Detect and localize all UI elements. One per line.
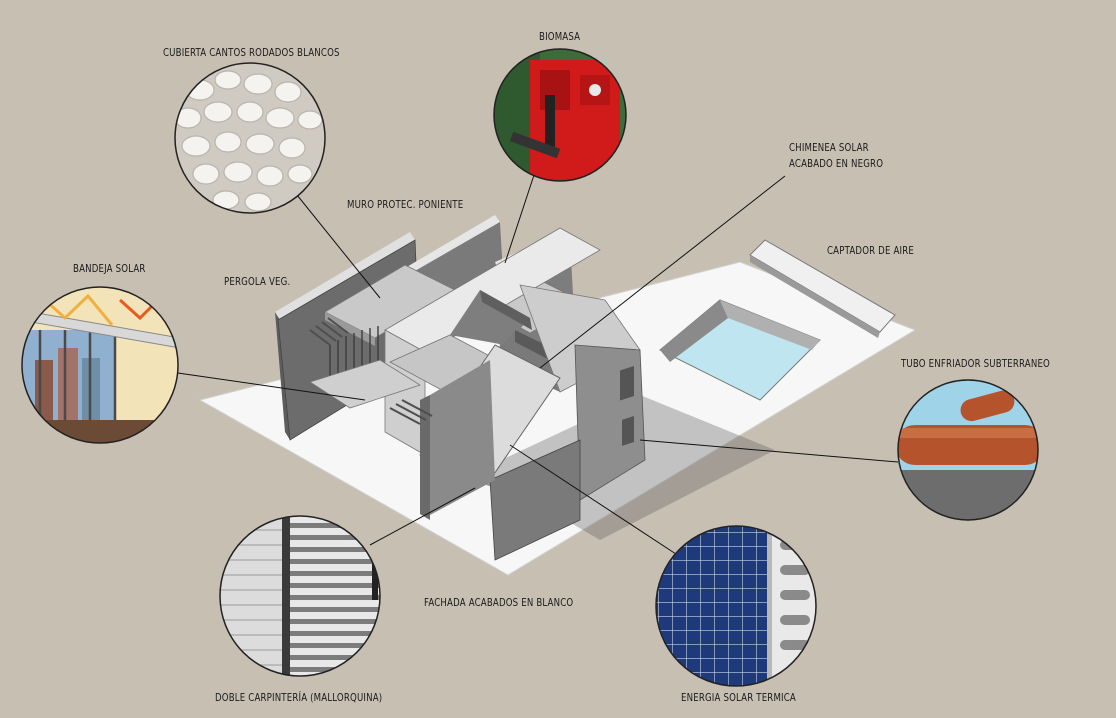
- label-cubierta: CUBIERTA CANTOS RODADOS BLANCOS: [163, 47, 340, 59]
- biomass-boiler-photo-icon: [493, 48, 627, 182]
- pool: [659, 299, 821, 401]
- label-fachada: FACHADA ACABADOS EN BLANCO: [424, 597, 574, 609]
- label-carpinteria: DOBLE CARPINTERÍA (MALLORQUINA): [215, 692, 383, 704]
- label-muro: MURO PROTEC. PONIENTE: [347, 199, 464, 211]
- solar-panel-photo-icon: [655, 525, 817, 687]
- white-pebbles-photo-icon: [174, 62, 326, 214]
- label-energia: ENERGIA SOLAR TERMICA: [681, 692, 796, 704]
- label-bandeja: BANDEJA SOLAR: [73, 263, 146, 275]
- louvered-shutter-photo-icon: [219, 515, 381, 677]
- label-chimenea-line1: CHIMENEA SOLAR: [789, 142, 869, 154]
- underground-cooling-pipe-photo-icon: [897, 379, 1039, 521]
- building: [275, 215, 646, 561]
- label-chimenea-line2: ACABADO EN NEGRO: [789, 158, 884, 170]
- label-captador: CAPTADOR DE AIRE: [827, 245, 914, 257]
- label-biomasa: BIOMASA: [539, 31, 581, 43]
- label-tubo: TUBO ENFRIADOR SUBTERRANEO: [901, 358, 1051, 370]
- solar-tray-interior-photo-icon: [21, 286, 179, 444]
- leader-lines: [170, 171, 899, 559]
- air-collector: [749, 239, 896, 338]
- label-pergola: PERGOLA VEG.: [224, 276, 291, 288]
